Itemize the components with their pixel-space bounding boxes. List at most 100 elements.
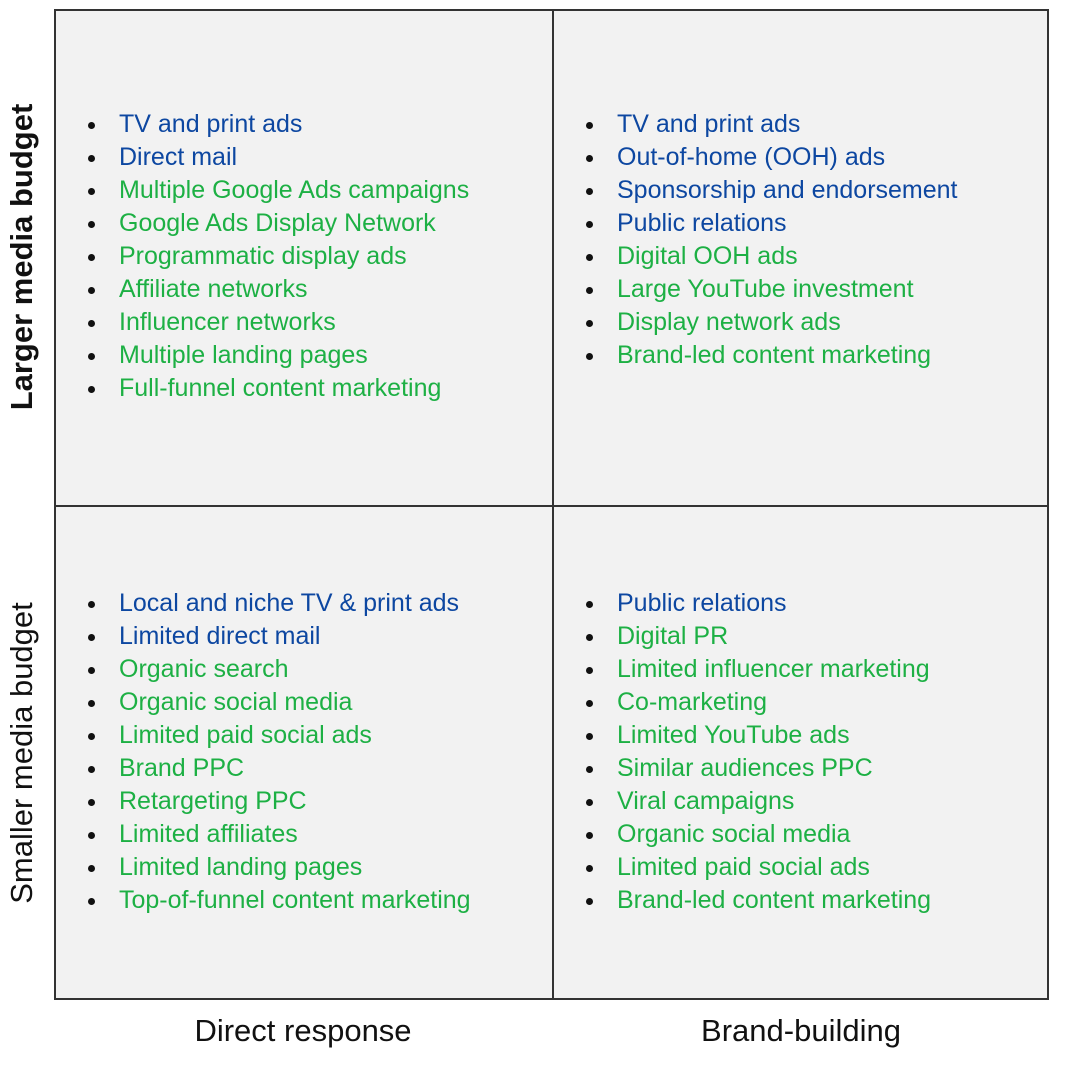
bullet-icon <box>88 865 95 872</box>
bullet-icon <box>88 287 95 294</box>
tactic-label: Digital PR <box>617 622 729 650</box>
bullet-icon <box>88 832 95 839</box>
bullet-icon <box>586 287 593 294</box>
bullet-icon <box>88 386 95 393</box>
bullet-icon <box>88 799 95 806</box>
tactic-label: TV and print ads <box>119 110 303 138</box>
vertical-divider <box>552 11 554 998</box>
x-axis-label-direct-response: Direct response <box>194 1013 412 1048</box>
tactic-label: Brand-led content marketing <box>617 341 932 369</box>
tactic-item: Affiliate networks <box>86 273 469 306</box>
bullet-icon <box>586 221 593 228</box>
tactic-label: Retargeting PPC <box>119 787 307 815</box>
tactic-label: Direct mail <box>119 143 238 171</box>
tactic-label: Sponsorship and endorsement <box>617 176 958 204</box>
bullet-icon <box>586 733 593 740</box>
tactic-item: TV and print ads <box>86 108 469 141</box>
tactic-item: Multiple Google Ads campaigns <box>86 174 469 207</box>
bullet-icon <box>586 766 593 773</box>
tactic-label: Organic social media <box>617 820 851 848</box>
bullet-icon <box>586 254 593 261</box>
bullet-icon <box>88 700 95 707</box>
tactic-item: TV and print ads <box>584 108 958 141</box>
x-axis-label-brand-building: Brand-building <box>701 1013 901 1048</box>
tactic-label: Organic social media <box>119 688 353 716</box>
tactic-label: Display network ads <box>617 308 841 336</box>
tactic-item: Organic search <box>86 653 471 686</box>
tactic-item: Viral campaigns <box>584 785 931 818</box>
tactic-item: Full-funnel content marketing <box>86 372 469 405</box>
tactic-label: Similar audiences PPC <box>617 754 873 782</box>
tactic-item: Out-of-home (OOH) ads <box>584 141 958 174</box>
bullet-icon <box>586 898 593 905</box>
tactic-label: Large YouTube investment <box>617 275 914 303</box>
tactic-item: Brand PPC <box>86 752 471 785</box>
tactic-label: Local and niche TV & print ads <box>119 589 460 617</box>
y-axis-label-larger-budget: Larger media budget <box>4 103 39 411</box>
tactic-label: Limited affiliates <box>119 820 298 848</box>
bullet-icon <box>586 155 593 162</box>
tactic-label: TV and print ads <box>617 110 801 138</box>
bullet-icon <box>586 667 593 674</box>
bullet-icon <box>88 221 95 228</box>
bullet-icon <box>88 733 95 740</box>
tactic-label: Top-of-funnel content marketing <box>119 886 471 914</box>
tactic-label: Programmatic display ads <box>119 242 407 270</box>
tactic-item: Display network ads <box>584 306 958 339</box>
bullet-icon <box>88 254 95 261</box>
tactic-item: Brand-led content marketing <box>584 884 931 917</box>
tactic-label: Limited paid social ads <box>119 721 372 749</box>
bullet-icon <box>88 353 95 360</box>
horizontal-divider <box>56 505 1047 507</box>
tactic-label: Public relations <box>617 209 787 237</box>
tactic-label: Organic search <box>119 655 289 683</box>
tactic-label: Affiliate networks <box>119 275 308 303</box>
bullet-icon <box>586 188 593 195</box>
tactic-item: Public relations <box>584 207 958 240</box>
tactic-label: Out-of-home (OOH) ads <box>617 143 886 171</box>
tactic-label: Co-marketing <box>617 688 768 716</box>
tactic-item: Top-of-funnel content marketing <box>86 884 471 917</box>
bullet-icon <box>88 667 95 674</box>
bullet-icon <box>586 700 593 707</box>
tactic-label: Google Ads Display Network <box>119 209 436 237</box>
bullet-icon <box>586 601 593 608</box>
tactic-label: Limited influencer marketing <box>617 655 930 683</box>
bullet-icon <box>88 601 95 608</box>
tactic-item: Digital OOH ads <box>584 240 958 273</box>
tactic-item: Limited paid social ads <box>584 851 931 884</box>
bullet-icon <box>586 320 593 327</box>
bullet-icon <box>586 122 593 129</box>
tactic-item: Influencer networks <box>86 306 469 339</box>
tactic-item: Similar audiences PPC <box>584 752 931 785</box>
tactic-label: Brand PPC <box>119 754 245 782</box>
bullet-icon <box>586 634 593 641</box>
tactic-item: Limited affiliates <box>86 818 471 851</box>
tactic-item: Limited landing pages <box>86 851 471 884</box>
tactic-label: Limited YouTube ads <box>617 721 850 749</box>
tactic-label: Influencer networks <box>119 308 336 336</box>
tactic-item: Brand-led content marketing <box>584 339 958 372</box>
tactic-item: Sponsorship and endorsement <box>584 174 958 207</box>
tactic-item: Local and niche TV & print ads <box>86 587 471 620</box>
tactic-label: Limited landing pages <box>119 853 363 881</box>
tactic-item: Large YouTube investment <box>584 273 958 306</box>
tactic-label: Public relations <box>617 589 787 617</box>
tactic-item: Limited paid social ads <box>86 719 471 752</box>
bullet-icon <box>88 320 95 327</box>
tactic-label: Viral campaigns <box>617 787 795 815</box>
tactic-label: Full-funnel content marketing <box>119 374 442 402</box>
y-axis-label-smaller-budget: Smaller media budget <box>4 602 39 904</box>
tactic-label: Brand-led content marketing <box>617 886 932 914</box>
bullet-icon <box>88 766 95 773</box>
tactic-item: Co-marketing <box>584 686 931 719</box>
tactic-item: Limited influencer marketing <box>584 653 931 686</box>
